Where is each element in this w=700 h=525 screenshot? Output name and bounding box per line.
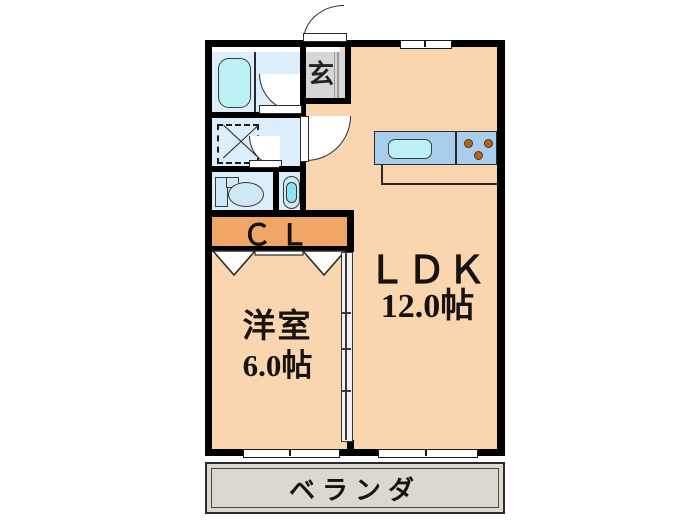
gas-burner-1 [464, 139, 473, 148]
ldk-north-window[interactable] [400, 40, 452, 49]
kitchen-sink [388, 139, 432, 159]
wall-genkan-left [300, 46, 306, 102]
bedroom-area-label: 6.0帖 [242, 348, 313, 383]
outer-wall-right [497, 40, 505, 456]
wall-closet-top [206, 210, 354, 217]
wall-closet-bottom [206, 246, 354, 252]
outer-wall-bottom [205, 449, 505, 456]
bedroom-name-label: 洋室 [242, 309, 313, 345]
hallway-door-leaf[interactable] [300, 116, 309, 162]
closet-label: ＣＬ [242, 220, 317, 252]
ldk-north-window-mullion [424, 40, 426, 47]
ldk-area-label: 12.0帖 [380, 288, 475, 325]
genkan-step-line [337, 52, 339, 100]
wall-bath-washroom [206, 112, 306, 118]
kitchen-counter-front-left [381, 165, 383, 185]
closet-area [211, 216, 348, 249]
kitchen-sink-stove-divider [455, 131, 457, 165]
genkan-step-line-2 [334, 52, 336, 100]
bathtub [218, 58, 251, 108]
wash-basin-bowl [286, 182, 297, 203]
toilet-bowl [228, 182, 264, 207]
bathroom-door-leaf[interactable] [259, 105, 302, 114]
ldk-balcony-window-mullion [425, 449, 427, 456]
wall-genkan-right [345, 46, 351, 102]
room-balcony-window-mullion [289, 449, 291, 456]
wall-bedroom-right [347, 210, 354, 252]
toilet-tank [215, 177, 228, 207]
wall-genkan-bottom [300, 98, 351, 104]
veranda-label: ベランダ [288, 476, 421, 505]
wall-hall-stub [300, 104, 306, 116]
washroom-door-leaf[interactable] [249, 160, 282, 168]
wall-washroom-toilet [206, 166, 306, 172]
wall-wet-block-right-2 [300, 160, 306, 216]
genkan-floor [306, 52, 349, 100]
veranda-inner-line [211, 468, 499, 508]
room-partition-mark-3 [341, 390, 351, 392]
wall-toilet-divider [273, 172, 279, 212]
closet-folding-doors[interactable] [211, 250, 348, 276]
genkan-label: 玄 [307, 60, 334, 89]
kitchen-counter-front-bottom [381, 183, 497, 185]
room-partition-mark-1 [341, 312, 351, 314]
outer-wall-top [205, 40, 505, 47]
toilet-door-frame[interactable] [279, 166, 301, 171]
wall-bedroom-right-low [347, 440, 354, 456]
room-partition-slider[interactable] [341, 252, 353, 442]
room-partition-mark-2 [341, 348, 351, 350]
wall-tub-divider [254, 52, 256, 112]
veranda-area [205, 462, 505, 514]
room-partition-rail [345, 252, 347, 440]
gas-burner-3 [474, 151, 483, 160]
ldk-floor [340, 46, 497, 456]
room-balcony-window[interactable] [243, 449, 340, 458]
entrance-door-leaf[interactable] [303, 33, 347, 42]
gas-burner-2 [484, 139, 493, 148]
ldk-name-label: ＬＤＫ [367, 250, 488, 292]
bedroom-floor [211, 255, 348, 456]
ldk-balcony-window[interactable] [378, 449, 478, 458]
